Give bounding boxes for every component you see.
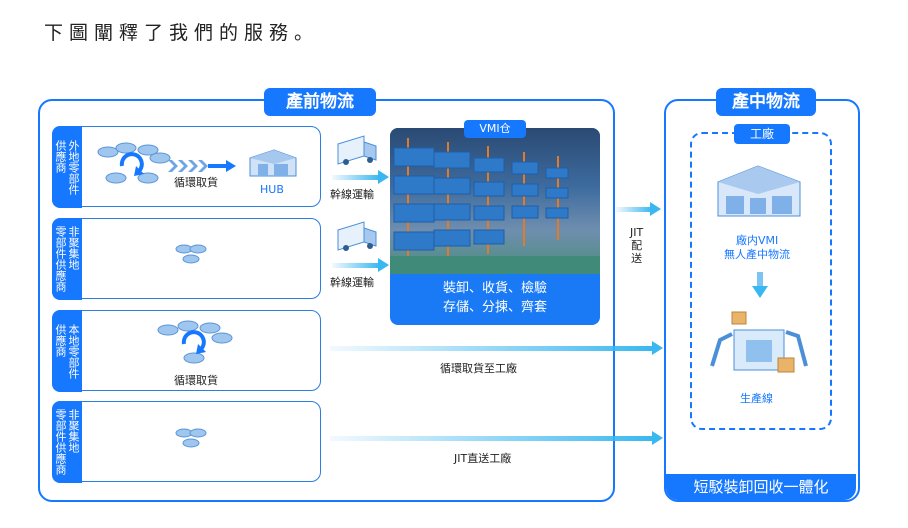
milk-run-label: 循環取貨 (174, 174, 218, 190)
arrow-to-vmi-1 (332, 175, 380, 180)
supplier-row-1-tab-label: 外地零部件 供應商 (54, 140, 80, 195)
parts-cluster-icon (96, 138, 176, 190)
vmi-services-line-1: 裝卸、收貨、檢驗 (390, 280, 600, 298)
milk-run-factory-label: 循環取貨至工廠 (440, 360, 517, 376)
in-production-title: 產中物流 (716, 88, 816, 116)
truck-icon-2 (334, 220, 380, 252)
supplier-row-4-tab-label: 非聚集地 零部件供應商 (54, 409, 80, 475)
jit-direct-label: JIT直送工廠 (454, 450, 511, 466)
jit-arrow (616, 207, 652, 212)
arrow-to-vmi-2 (332, 263, 380, 268)
jit-direct-arrow-head (652, 431, 663, 445)
milk-run-factory-arrow (330, 346, 656, 351)
parts-stack-icon-2 (174, 424, 208, 452)
parts-stack-icon (174, 240, 208, 268)
vmi-services-line-2: 存儲、分揀、齊套 (390, 299, 600, 317)
milk-run-factory-arrow-head (652, 341, 663, 355)
supplier-row-1-tab: 外地零部件 供應商 (52, 126, 82, 208)
local-milk-run-icon (154, 318, 234, 368)
hub-label: HUB (260, 183, 284, 196)
hub-building-icon (244, 146, 300, 180)
down-arrow-icon (752, 272, 768, 298)
supplier-row-3-tab-label: 本地零部件 供應商 (54, 324, 80, 379)
page-caption: 下圖闡釋了我們的服務。 (44, 18, 319, 45)
unmanned-logistics-label: 無人產中物流 (724, 246, 790, 262)
vmi-warehouse: 裝卸、收貨、檢驗 存儲、分揀、齊套 (390, 128, 600, 325)
arrow-head-vmi-2 (378, 258, 389, 272)
jit-delivery-label: JIT 配 送 (630, 226, 643, 265)
integrated-handling-band: 短駁裝卸回收一體化 (666, 474, 856, 500)
trunk-transport-label-1: 幹線運輸 (330, 186, 374, 202)
chevron-arrow-icon (168, 158, 238, 174)
supplier-row-4-tab: 非聚集地 零部件供應商 (52, 401, 82, 483)
pre-production-title: 產前物流 (264, 88, 376, 116)
truck-icon (334, 134, 380, 166)
jit-direct-arrow (330, 436, 656, 441)
vmi-tag: VMI仓 (464, 120, 526, 138)
arrow-head-vmi-1 (378, 170, 389, 184)
warehouse-building-icon (712, 160, 804, 220)
trunk-transport-label-2: 幹線運輸 (330, 274, 374, 290)
warehouse-shelves-image (390, 128, 600, 274)
factory-tag: 工廠 (734, 124, 790, 144)
production-line-label: 生產線 (740, 390, 773, 406)
local-milk-run-label: 循環取貨 (174, 372, 218, 388)
supplier-row-2-tab: 非聚集地 零部件供應商 (52, 218, 82, 300)
jit-arrow-head (650, 202, 661, 216)
production-robot-icon (706, 306, 812, 382)
supplier-row-2-tab-label: 非聚集地 零部件供應商 (54, 226, 80, 292)
supplier-row-3-tab: 本地零部件 供應商 (52, 310, 82, 392)
